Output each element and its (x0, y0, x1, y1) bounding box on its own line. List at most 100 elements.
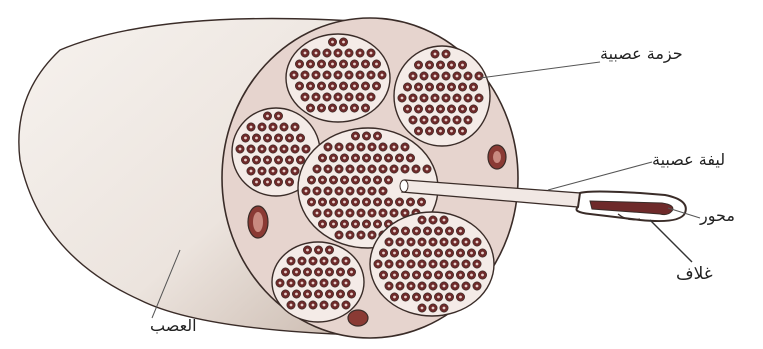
nerve-fiber-core (266, 181, 269, 184)
nerve-fiber-core (434, 97, 437, 100)
nerve-fiber-core (412, 75, 415, 78)
blood-vessel (253, 212, 263, 232)
nerve-fiber-core (315, 96, 318, 99)
nerve-fiber-core (456, 119, 459, 122)
nerve-fiber-core (404, 168, 407, 171)
nerve-fiber-core (387, 157, 390, 160)
nerve-fiber-core (443, 219, 446, 222)
nerve-fiber-core (359, 52, 362, 55)
nerve-fiber-core (393, 296, 396, 299)
nerve-fiber-core (304, 74, 307, 77)
nerve-fiber-core (443, 307, 446, 310)
nerve-fiber-core (459, 230, 462, 233)
nerve-fiber-core (404, 146, 407, 149)
nerve-fiber-core (350, 271, 353, 274)
nerve-fiber-core (298, 85, 301, 88)
nerve-fiber-core (376, 179, 379, 182)
nerve-fiber-core (382, 146, 385, 149)
nerve-fiber-core (345, 304, 348, 307)
nerve-fiber-core (445, 75, 448, 78)
nerve-fiber-core (338, 190, 341, 193)
nerve-fiber-core (426, 230, 429, 233)
nerve-fiber-core (360, 212, 363, 215)
leader-sheath (650, 220, 692, 262)
nerve-fiber-core (343, 179, 346, 182)
nerve-fiber-core (345, 260, 348, 263)
nerve-fiber-core (255, 159, 258, 162)
nerve-fiber-core (353, 107, 356, 110)
nerve-fiber-core (399, 263, 402, 266)
nerve-fiber-core (365, 157, 368, 160)
nerve-fiber-core (434, 75, 437, 78)
nerve-fiber-core (467, 119, 470, 122)
nerve-fiber-core (331, 85, 334, 88)
nerve-fiber-core (343, 157, 346, 160)
nerve-fiber-core (348, 74, 351, 77)
nerve-fiber-core (350, 293, 353, 296)
nerve-fiber-core (404, 230, 407, 233)
nerve-fiber-core (359, 96, 362, 99)
nerve-fiber-core (353, 63, 356, 66)
nerve-fiber-core (312, 282, 315, 285)
nerve-fiber-core (404, 296, 407, 299)
nerve-fiber-core (376, 201, 379, 204)
nerve-fiber-core (406, 86, 409, 89)
nerve-fiber-core (349, 212, 352, 215)
nerve-fiber-core (299, 159, 302, 162)
nerve-fiber-core (266, 137, 269, 140)
nerve-fiber-core (354, 179, 357, 182)
nerve-fiber-core (388, 285, 391, 288)
nerve-fiber-core (321, 179, 324, 182)
nerve-fiber-core (459, 274, 462, 277)
nerve-fiber-core (301, 282, 304, 285)
nerve-fiber-core (250, 148, 253, 151)
nerve-fiber-core (331, 41, 334, 44)
nerve-fiber-core (295, 293, 298, 296)
nerve-fiber-core (345, 282, 348, 285)
nerve-fiber-core (393, 168, 396, 171)
nerve-fiber-core (323, 304, 326, 307)
nerve-fiber-core (332, 157, 335, 160)
nerve-fiber-core (404, 274, 407, 277)
nerve-fiber-core (305, 190, 308, 193)
nerve-fiber-core (393, 212, 396, 215)
nerve-fiber-core (343, 201, 346, 204)
nerve-fiber-core (443, 285, 446, 288)
nerve-fiber-core (410, 263, 413, 266)
label-nerve-fiber: ليفة عصبية (652, 150, 725, 169)
nerve-fiber-core (327, 190, 330, 193)
nerve-fiber-core (244, 159, 247, 162)
nerve-fiber-core (470, 252, 473, 255)
nerve-fiber-core (450, 64, 453, 67)
nerve-fiber-core (327, 146, 330, 149)
nerve-fiber-core (445, 119, 448, 122)
nerve-fiber-core (450, 86, 453, 89)
nerve-fiber-core (393, 230, 396, 233)
label-sheath: غلاف (676, 264, 713, 284)
nerve-fiber-core (283, 170, 286, 173)
nerve-fiber-core (290, 260, 293, 263)
nerve-fiber-core (421, 307, 424, 310)
nerve-fiber-core (375, 85, 378, 88)
nerve-fiber-core (338, 168, 341, 171)
nerve-fiber-core (337, 96, 340, 99)
nerve-fiber-core (415, 252, 418, 255)
nerve-fiber-core (393, 252, 396, 255)
nerve-fiber-core (382, 168, 385, 171)
nerve-fiber-core (309, 85, 312, 88)
nerve-fiber-core (312, 260, 315, 263)
nerve-fiber-core (360, 146, 363, 149)
nerve-fiber-core (321, 223, 324, 226)
nerve-fiber-core (434, 53, 437, 56)
nerve-fiber-core (359, 74, 362, 77)
nerve-fiber-core (454, 285, 457, 288)
nerve-fiber-core (364, 107, 367, 110)
nerve-fiber-core (382, 190, 385, 193)
nerve-fiber-core (434, 119, 437, 122)
nerve-fiber-core (448, 274, 451, 277)
nerve-fiber-core (321, 157, 324, 160)
nerve-fiber-core (348, 96, 351, 99)
nerve-fiber-core (354, 201, 357, 204)
nerve-fiber-core (399, 241, 402, 244)
nerve-fiber-core (360, 168, 363, 171)
